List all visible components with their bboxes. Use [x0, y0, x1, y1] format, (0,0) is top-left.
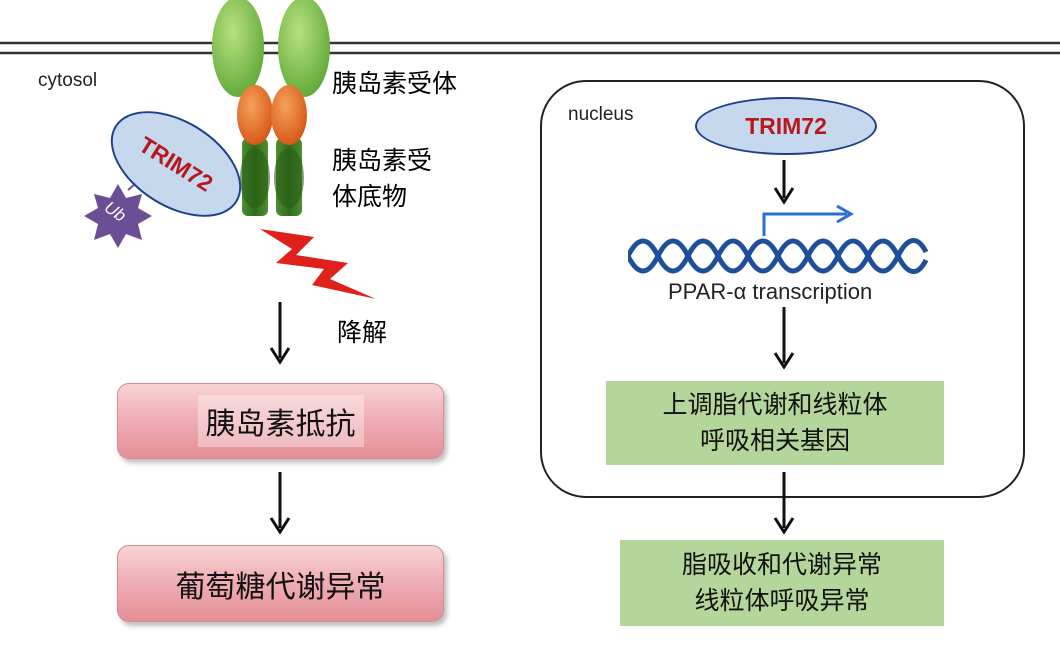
degradation-bolt-icon [260, 229, 376, 299]
dna-helix-icon [628, 238, 928, 274]
arrow-to-abnormal-box [773, 472, 795, 535]
mito-abnormal-line2: 线粒体呼吸异常 [694, 586, 870, 615]
trim72-right-ellipse: TRIM72 [695, 97, 877, 155]
membrane-lines [0, 41, 1060, 55]
arrow-to-glucose-abnormal [269, 472, 291, 535]
ppar-transcription-label: PPAR-α transcription [668, 279, 873, 304]
arrow-trim72-to-dna [773, 160, 795, 205]
cytosol-label: cytosol [38, 70, 98, 91]
insulin-receptor-graphic [212, 0, 330, 216]
irs-label-line2: 体底物 [332, 182, 408, 211]
substrate-left-orange [237, 85, 273, 145]
arrow-to-upregulate-box [773, 307, 795, 370]
lipid-abnormal-line1: 脂吸收和代谢异常 [681, 550, 882, 579]
insulin-resistance-text: 胰岛素抵抗 [197, 395, 364, 447]
lipid-mito-abnormal-box: 脂吸收和代谢异常 线粒体呼吸异常 [620, 540, 944, 626]
upregulate-genes-box: 上调脂代谢和线粒体 呼吸相关基因 [606, 381, 944, 465]
arrow-to-insulin-resistance [269, 302, 291, 365]
substrate-right-orange [271, 85, 307, 145]
glucose-abnormal-box: 葡萄糖代谢异常 [117, 545, 444, 622]
glucose-abnormal-text: 葡萄糖代谢异常 [175, 569, 386, 605]
receptor-left-subunit [212, 0, 264, 97]
receptor-right-subunit [278, 0, 330, 97]
upregulate-genes-line2: 呼吸相关基因 [699, 426, 850, 455]
trim72-left-label: TRIM72 [134, 130, 218, 197]
irs-label-line1: 胰岛素受 [332, 146, 433, 175]
transcription-start-arrow [762, 204, 855, 236]
nucleus-label: nucleus [568, 104, 634, 125]
degradation-label: 降解 [337, 318, 388, 347]
insulin-resistance-box: 胰岛素抵抗 [117, 383, 444, 459]
insulin-receptor-label: 胰岛素受体 [332, 69, 458, 98]
upregulate-genes-line1: 上调脂代谢和线粒体 [662, 390, 888, 419]
trim72-right-label: TRIM72 [745, 112, 827, 139]
